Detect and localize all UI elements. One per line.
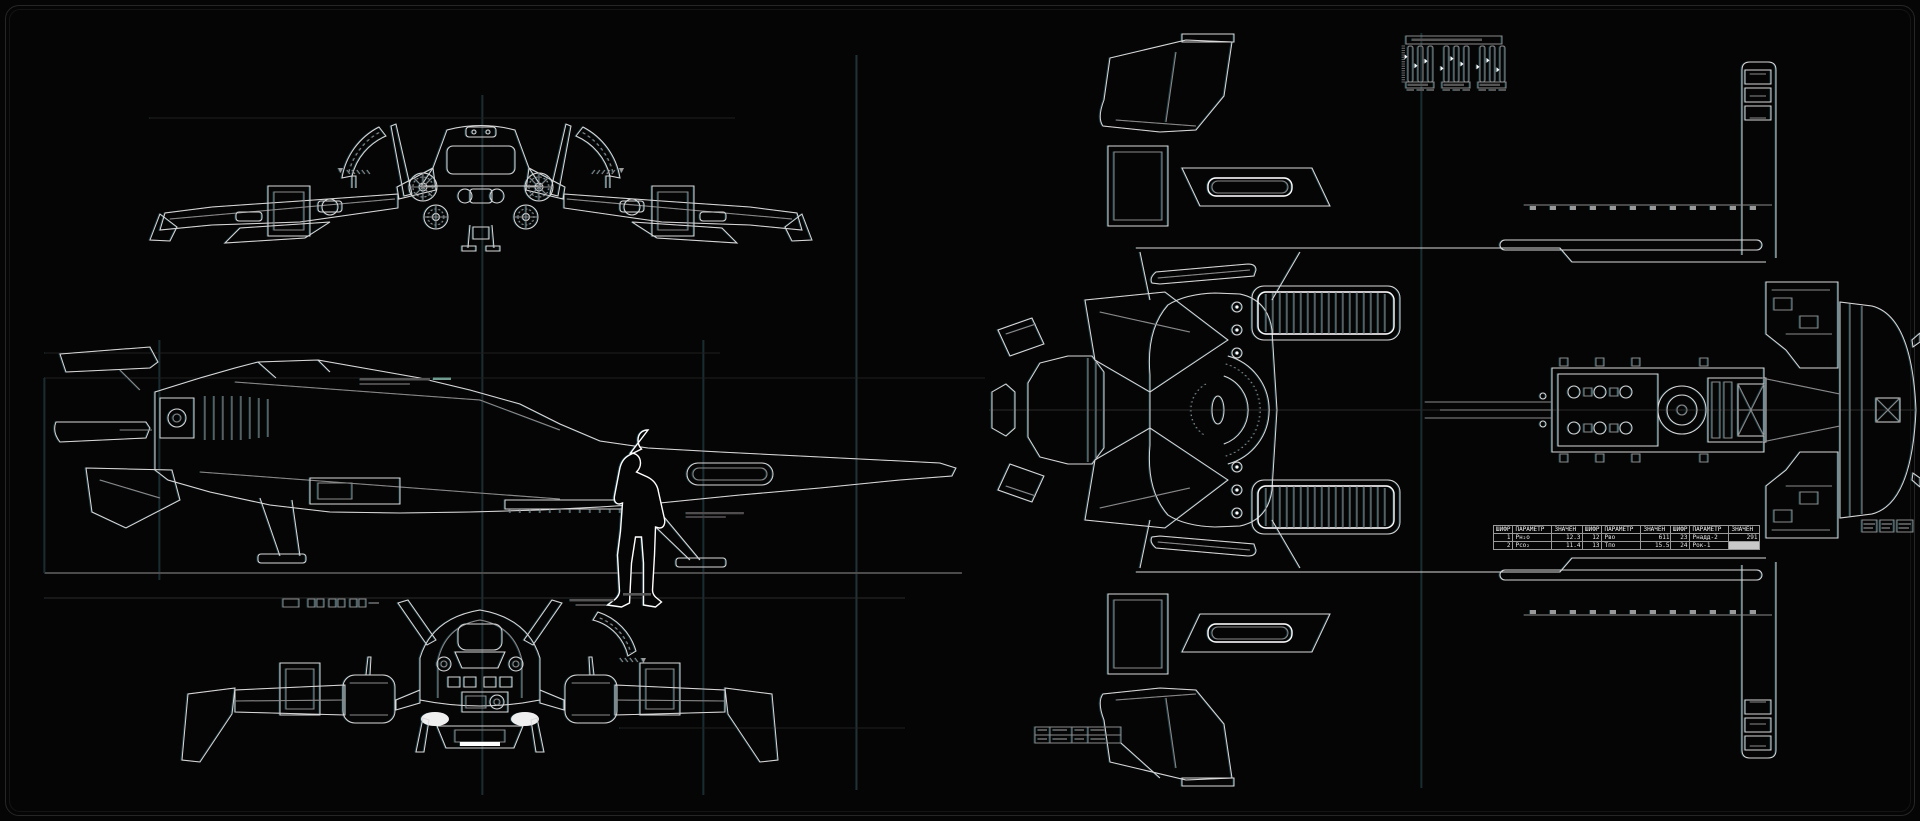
mini-data-table [1034, 726, 1161, 779]
micro-label-row [282, 598, 379, 608]
nose-assembly [991, 355, 1105, 465]
wingtip-flap [181, 687, 236, 763]
table-header-cell: ПАРАМЕТР [1512, 525, 1553, 534]
sensor-arc [592, 611, 646, 663]
rear-pylon [1741, 61, 1777, 258]
canopy-turret [465, 126, 497, 138]
table-cell: 24 [1669, 541, 1691, 550]
table-cell: 12 [1581, 533, 1603, 542]
table-cell: 2 [1492, 541, 1514, 550]
table-cell: 15.5 [1640, 541, 1673, 550]
canard [1084, 291, 1229, 393]
engine-glow [460, 742, 500, 746]
micro-annotation [360, 377, 744, 518]
table-cell: Рсо₂ [1512, 541, 1553, 550]
cockpit-pod [1148, 292, 1278, 528]
gauge-cluster [1402, 35, 1507, 91]
warning-triangle-icon [338, 168, 343, 173]
table-cell: 12.3 [1551, 533, 1584, 542]
table-header-cell: ЗНАЧЕН [1728, 525, 1761, 534]
engine-grille [204, 396, 269, 440]
table-cell: 611 [1640, 533, 1673, 542]
table-header-cell: ЗНАЧЕН [1640, 525, 1673, 534]
table-header-cell: ШИФР [1581, 525, 1603, 534]
warning-triangle-icon [641, 658, 646, 663]
micro-annotation [570, 593, 651, 606]
table-header-cell: ШИФР [1669, 525, 1691, 534]
table-cell: 11.4 [1551, 541, 1584, 550]
tick-strip [1524, 204, 1772, 210]
table-cell: 13 [1581, 541, 1603, 550]
table-cell: Рво [1601, 533, 1642, 542]
highlighted-cell [1728, 541, 1761, 550]
hatch-marks-icon [619, 657, 639, 663]
rail-teeth [509, 509, 641, 513]
table-header-cell: ШИФР [1492, 525, 1514, 534]
hatch-marks-icon [346, 169, 371, 175]
tail-block [1765, 281, 1839, 369]
engine-ring [423, 204, 449, 230]
table-cell: Тпо [1601, 541, 1642, 550]
radiator-grille [1251, 285, 1401, 341]
table-header-cell: ЗНАЧЕН [1551, 525, 1584, 534]
reference-grid [44, 33, 1915, 795]
tail-cone [1761, 301, 1920, 519]
human-figure [605, 429, 666, 608]
top-view [991, 33, 1920, 787]
table-cell: Рнадд-2 [1689, 533, 1730, 542]
table-cell: 1 [1492, 533, 1514, 542]
table-cell: Рок-1 [1689, 541, 1730, 550]
micro-box-row [1861, 519, 1914, 533]
bottom-view [181, 593, 779, 763]
table-cell: 23 [1669, 533, 1691, 542]
side-view [54, 346, 957, 608]
thruster-glow [421, 712, 449, 726]
table-header-cell: ПАРАМЕТР [1601, 525, 1642, 534]
sensor-arc [338, 126, 387, 179]
front-view [149, 123, 813, 252]
engine-block [1425, 357, 1767, 463]
wingtip-flap [149, 213, 178, 242]
main-wing [1099, 39, 1233, 133]
table-cell: Рн₂о [1512, 533, 1553, 542]
table-header-cell: ПАРАМЕТР [1689, 525, 1730, 534]
leader-line [1120, 742, 1161, 779]
engine-ring [408, 172, 438, 202]
tail-assembly [54, 346, 269, 529]
table-cell: 291 [1728, 533, 1761, 542]
